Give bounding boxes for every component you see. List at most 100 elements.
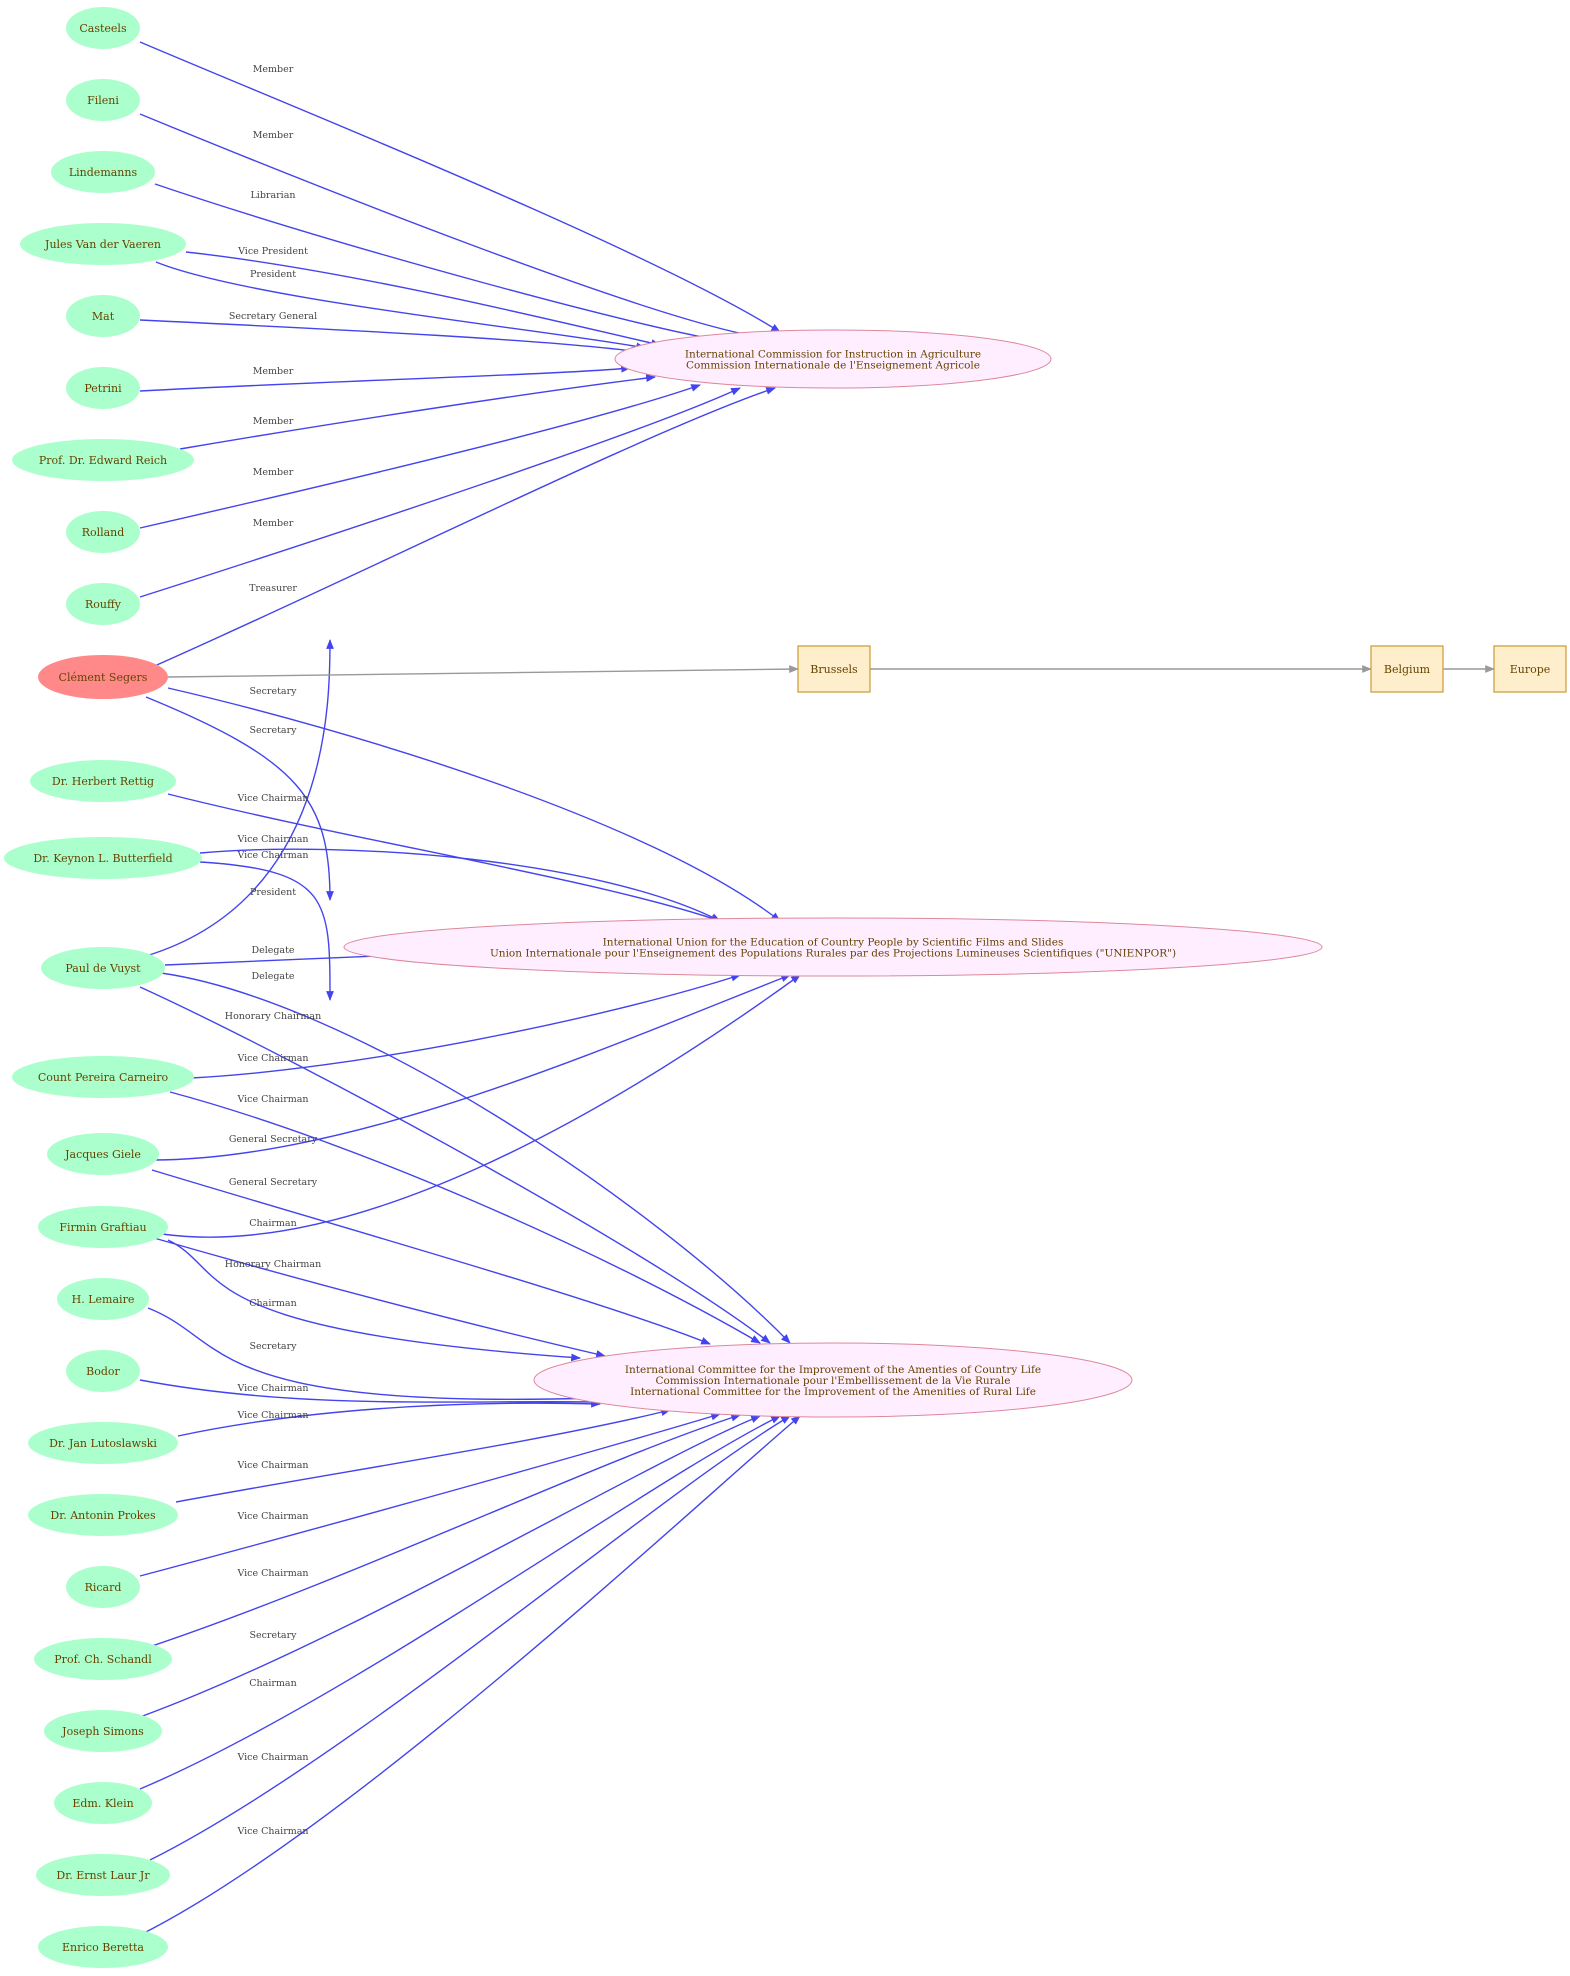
- person-node-vaeren[interactable]: Jules Van der Vaeren: [20, 223, 186, 265]
- person-label: Dr. Keynon L. Butterfield: [33, 852, 172, 865]
- person-ellipse: [66, 367, 140, 409]
- person-label: Firmin Graftiau: [59, 1221, 146, 1234]
- person-label: Rolland: [82, 526, 125, 539]
- person-label: Bodor: [86, 1365, 120, 1378]
- person-node-rouffy[interactable]: Rouffy: [66, 583, 140, 625]
- org-ellipse: [614, 329, 1052, 389]
- person-label: Edm. Klein: [72, 1797, 133, 1810]
- person-node-rettig[interactable]: Dr. Herbert Rettig: [30, 760, 176, 802]
- edge-fileni-icia: [139, 113, 761, 340]
- edge-graftiau-uni: [161, 974, 801, 1238]
- place-node-brussels[interactable]: Brussels: [797, 645, 871, 693]
- person-node-schandl[interactable]: Prof. Ch. Schandl: [34, 1638, 172, 1680]
- edge-label: Vice President: [237, 246, 308, 257]
- person-node-lindemanns[interactable]: Lindemanns: [51, 151, 155, 193]
- person-node-mat[interactable]: Mat: [66, 295, 140, 337]
- edge-butterfield-uni: [199, 848, 721, 922]
- person-ellipse: [54, 1782, 152, 1824]
- org-label-line: International Union for the Education of…: [603, 937, 1064, 949]
- edge-bodor-icac: [139, 1379, 601, 1406]
- person-node-simons[interactable]: Joseph Simons: [44, 1710, 162, 1752]
- person-ellipse: [66, 1566, 140, 1608]
- person-node-lutoslawski[interactable]: Dr. Jan Lutoslawski: [28, 1422, 178, 1464]
- edge-lutoslawski-icac: [177, 1399, 601, 1437]
- edge-laur-icac: [149, 1415, 791, 1861]
- person-ellipse: [28, 1422, 178, 1464]
- edge-mat-icia: [139, 319, 641, 355]
- place-node-belgium[interactable]: Belgium: [1370, 645, 1444, 693]
- person-ellipse: [30, 760, 176, 802]
- person-node-bodor[interactable]: Bodor: [66, 1350, 140, 1392]
- person-ellipse: [28, 1494, 178, 1536]
- person-ellipse: [66, 511, 140, 553]
- person-node-giele[interactable]: Jacques Giele: [47, 1133, 159, 1175]
- person-ellipse: [4, 837, 202, 879]
- edge-segers-uni: [167, 687, 781, 922]
- edge-label: Librarian: [251, 190, 296, 201]
- person-node-carneiro[interactable]: Count Pereira Carneiro: [12, 1056, 194, 1098]
- person-node-rolland[interactable]: Rolland: [66, 511, 140, 553]
- person-node-lemaire[interactable]: H. Lemaire: [57, 1278, 149, 1320]
- edge-giele-icac: [151, 1169, 711, 1345]
- edge-reich-icia: [179, 374, 656, 450]
- org-node-icia[interactable]: International Commission for Instruction…: [614, 329, 1052, 389]
- person-label: Fileni: [87, 94, 119, 107]
- person-node-graftiau[interactable]: Firmin Graftiau: [38, 1206, 168, 1248]
- person-ellipse: [38, 655, 168, 699]
- person-label: Jacques Giele: [64, 1148, 141, 1161]
- person-node-butterfield[interactable]: Dr. Keynon L. Butterfield: [4, 837, 202, 879]
- edge-beretta-icac: [139, 1415, 801, 1936]
- person-label: Casteels: [79, 22, 127, 35]
- edge-label: Secretary: [249, 686, 297, 697]
- edge-label: Member: [253, 366, 294, 377]
- edge-label: Vice Chairman: [236, 1568, 308, 1579]
- person-label: H. Lemaire: [72, 1293, 135, 1306]
- edge-label: Vice Chairman: [236, 1511, 308, 1522]
- org-label-line: Commission Internationale pour l'Embelli…: [656, 1375, 1011, 1387]
- place-box: [1370, 645, 1444, 693]
- place-node-europe[interactable]: Europe: [1493, 645, 1567, 693]
- edge-rouffy-icia: [139, 387, 741, 598]
- person-node-casteels[interactable]: Casteels: [66, 7, 140, 49]
- person-label: Joseph Simons: [61, 1725, 144, 1738]
- edge-segers-icac: [145, 696, 334, 901]
- org-node-icac[interactable]: International Committee for the Improvem…: [533, 1342, 1133, 1418]
- person-label: Rouffy: [85, 598, 122, 611]
- edge-label: Honorary Chairman: [225, 1259, 321, 1270]
- person-label: Dr. Jan Lutoslawski: [49, 1437, 157, 1450]
- edge-giele-uni: [151, 974, 791, 1161]
- edge-vaeren-icia: [185, 251, 661, 347]
- person-node-prokes[interactable]: Dr. Antonin Prokes: [28, 1494, 178, 1536]
- person-node-klein[interactable]: Edm. Klein: [54, 1782, 152, 1824]
- edge-label: President: [250, 887, 296, 898]
- person-label: Mat: [92, 310, 115, 323]
- person-node-fileni[interactable]: Fileni: [66, 79, 140, 121]
- person-node-petrini[interactable]: Petrini: [66, 367, 140, 409]
- org-label-line: Commission Internationale de l'Enseignem…: [686, 360, 980, 372]
- edge-vaeren-icia: [155, 261, 646, 351]
- edge-label: Honorary Chairman: [225, 1011, 321, 1022]
- person-label: Ricard: [85, 1581, 122, 1594]
- edges-layer: [139, 41, 1495, 1936]
- edge-label: Secretary: [249, 1630, 297, 1641]
- edge-label: Member: [253, 64, 294, 75]
- edge-label: Member: [253, 416, 294, 427]
- person-label: Dr. Herbert Rettig: [52, 775, 154, 788]
- person-node-beretta[interactable]: Enrico Beretta: [38, 1926, 168, 1968]
- edge-vuyst-icac: [139, 986, 771, 1344]
- person-node-ricard[interactable]: Ricard: [66, 1566, 140, 1608]
- person-label: Petrini: [84, 382, 122, 395]
- edge-label: Vice Chairman: [236, 1752, 308, 1763]
- org-node-uni[interactable]: International Union for the Education of…: [343, 917, 1323, 977]
- edge-label: Secretary: [249, 1341, 297, 1352]
- edge-label: Vice Chairman: [236, 1826, 308, 1837]
- person-node-vuyst[interactable]: Paul de Vuyst: [41, 947, 165, 989]
- person-ellipse: [66, 583, 140, 625]
- person-node-segers[interactable]: Clément Segers: [38, 655, 168, 699]
- edge-butterfield-icac: [199, 861, 334, 1001]
- person-node-laur[interactable]: Dr. Ernst Laur Jr: [36, 1854, 170, 1896]
- person-node-reich[interactable]: Prof. Dr. Edward Reich: [12, 439, 194, 481]
- place-label: Belgium: [1384, 663, 1431, 676]
- person-ellipse: [44, 1710, 162, 1752]
